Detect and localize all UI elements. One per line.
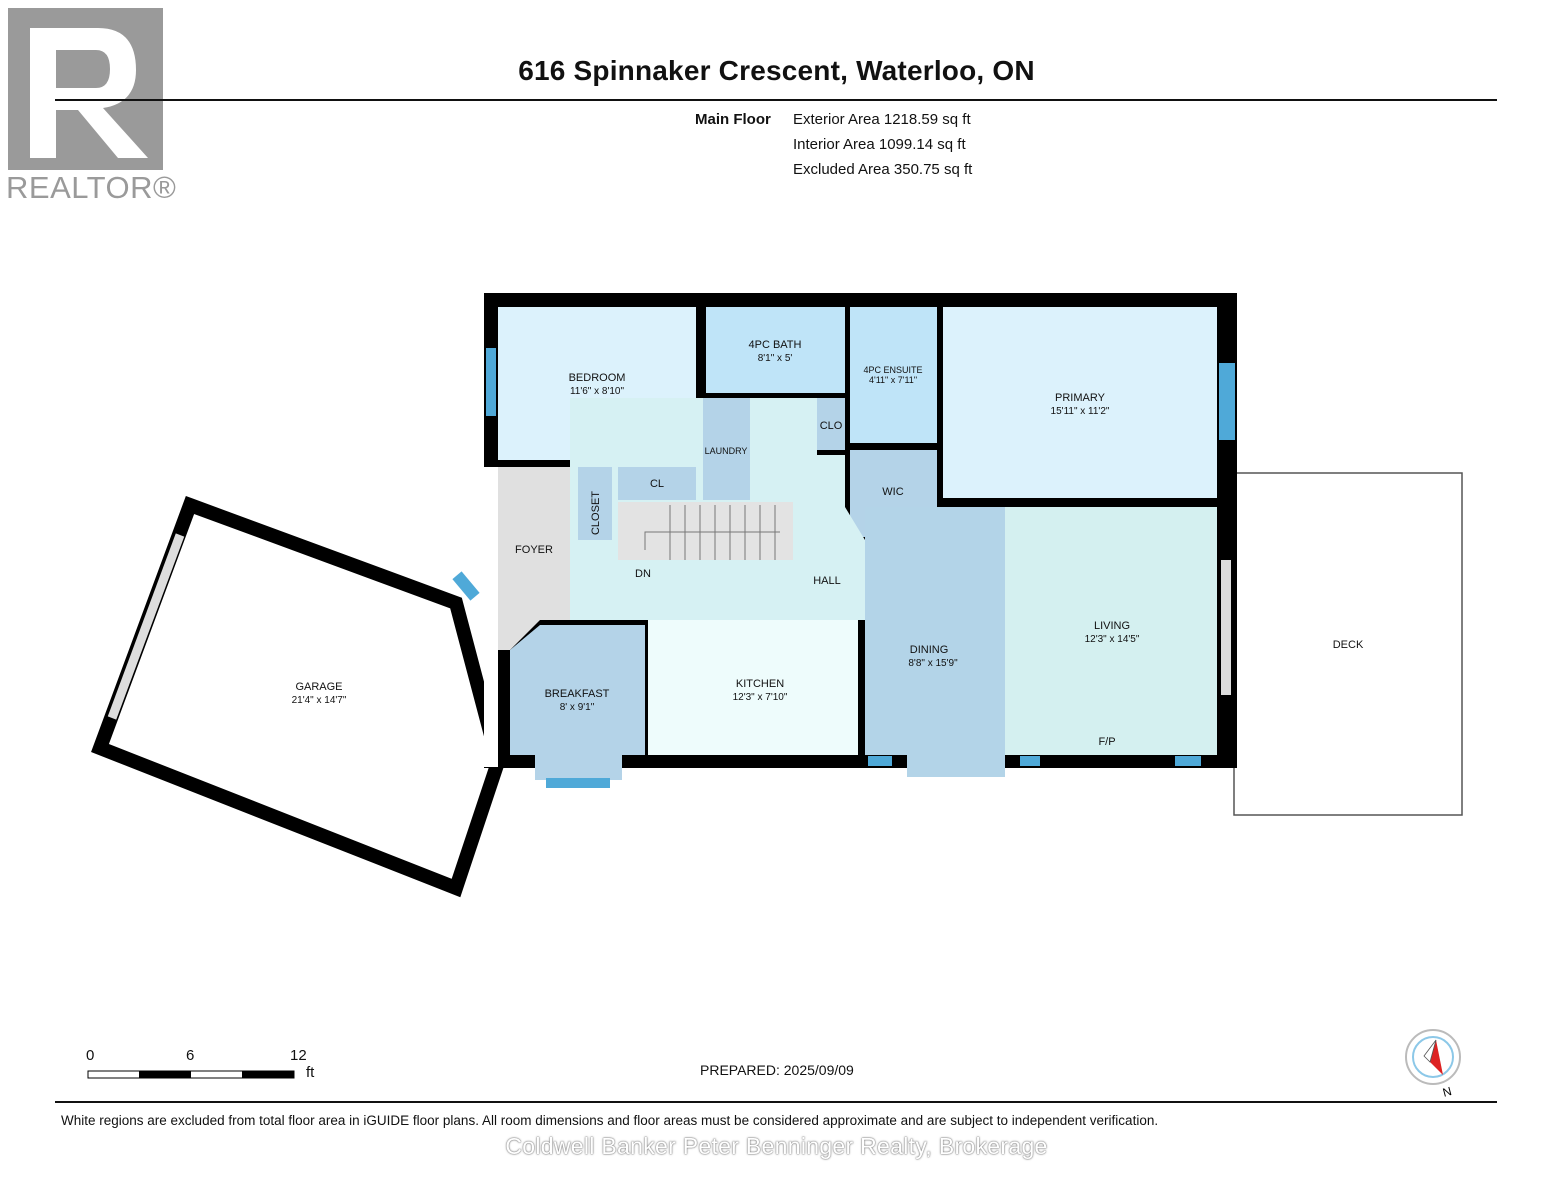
kitchen-label: KITCHEN [736,678,784,690]
primary-dims: 15'11" x 11'2" [1051,406,1110,417]
windows [452,348,1235,788]
clo-label: CLO [820,420,843,432]
scale-tick-6: 6 [186,1047,195,1064]
living-dims: 12'3" x 14'5" [1085,634,1140,645]
footer-divider [55,1101,1497,1103]
exterior-area: Exterior Area 1218.59 sq ft [793,111,971,128]
garage-label: GARAGE [295,681,342,693]
prepared-date: PREPARED: 2025/09/09 [700,1062,854,1078]
header-divider [55,99,1497,101]
foyer-outside [484,467,498,767]
excluded-area: Excluded Area 350.75 sq ft [793,161,973,178]
interior-area: Interior Area 1099.14 sq ft [793,136,966,153]
ensuite-label: 4PC ENSUITE [863,365,922,375]
room-primary [943,307,1217,498]
living-label: LIVING [1094,620,1130,632]
deck-label: DECK [1333,639,1364,651]
dining-dims: 8'8" x 15'9" [908,658,958,669]
floor-name: Main Floor [695,111,771,128]
laundry-label: LAUNDRY [705,446,748,456]
page-title: 616 Spinnaker Crescent, Waterloo, ON [518,55,1035,86]
hall-upper [755,398,815,500]
scale-bar [87,1070,295,1079]
dining-bay [907,755,1005,777]
room-kitchen [648,620,858,755]
hall-label: HALL [813,575,841,587]
realtor-logo [8,8,163,170]
scale-tick-0: 0 [86,1047,95,1064]
fireplace-label: F/P [1098,736,1115,748]
room-living [1005,507,1217,755]
garage-dims: 21'4" x 14'7" [292,695,347,706]
stairs-down-label: DN [635,568,651,580]
patio-door [1221,560,1231,695]
primary-label: PRIMARY [1055,392,1106,404]
room-breakfast [510,625,645,780]
bedroom-label: BEDROOM [569,372,626,384]
floor-plan: BEDROOM 11'6" x 8'10" 4PC BATH 8'1" x 5'… [87,293,1463,1100]
scale-tick-12: 12 [290,1047,307,1064]
breakfast-dims: 8' x 9'1" [560,702,595,713]
closet-label: CLOSET [590,491,602,535]
room-cl [618,467,696,500]
scale-unit: ft [306,1064,315,1081]
foyer-label: FOYER [515,544,553,556]
kitchen-dims: 12'3" x 7'10" [733,692,788,703]
realtor-r-icon [30,28,148,158]
dining-label: DINING [910,644,949,656]
brokerage-watermark: Coldwell Banker Peter Benninger Realty, … [505,1133,1048,1159]
stairs [618,502,793,560]
ensuite-dims: 4'11" x 7'11" [869,375,917,385]
room-clo [817,398,845,450]
stair-treads [644,505,780,560]
room-ensuite [850,307,937,443]
wic-label: WIC [882,486,903,498]
bedroom-dims: 11'6" x 8'10" [570,386,625,397]
room-bath [706,307,845,393]
room-dining [865,507,1005,755]
compass-north-label: N [1441,1084,1453,1100]
compass-icon [1405,1029,1461,1085]
garage-door [107,533,185,720]
room-foyer [498,467,570,650]
room-laundry [703,398,750,500]
cl-label: CL [650,478,664,490]
breakfast-label: BREAKFAST [545,688,610,700]
room-closet [578,467,612,540]
disclaimer: White regions are excluded from total fl… [61,1113,1159,1128]
realtor-logo-text: REALTOR® [6,170,177,205]
bath-dims: 8'1" x 5' [758,353,793,364]
deck-area [1233,472,1463,816]
bath-label: 4PC BATH [749,339,802,351]
